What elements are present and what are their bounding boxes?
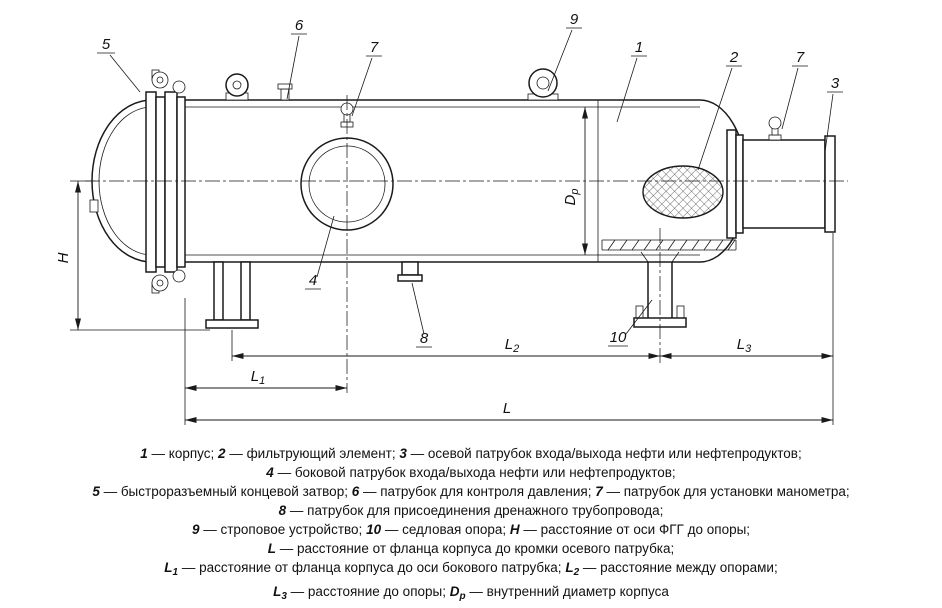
legend-item-text: — расстояние от фланца корпуса до оси бо…	[178, 560, 566, 575]
legend-item-text: — осевой патрубок входа/выхода нефти или…	[406, 446, 802, 461]
legend-item-id: 5	[92, 484, 100, 499]
filter-support-band	[601, 239, 737, 251]
dim-L-label: L	[503, 400, 511, 417]
dim-Dp-label: Dp	[562, 189, 581, 206]
drain-nozzle	[397, 261, 423, 282]
legend-line: L1 — расстояние от фланца корпуса до оси…	[0, 558, 942, 582]
legend-item-id: L	[273, 584, 282, 599]
technical-drawing: H Dp L1 L2 L3 L 5 6 7 9 1 2 7 3 4 8 10	[55, 11, 848, 425]
callouts: 5 6 7 9 1 2 7 3 4 8 10	[97, 11, 843, 348]
legend: 1 — корпус; 2 — фильтрующий элемент; 3 —…	[0, 437, 942, 606]
callout-4: 4	[309, 272, 317, 289]
legend-item-text: — расстояние от фланца корпуса до кромки…	[275, 541, 675, 556]
dim-H-label: H	[55, 252, 72, 263]
callout-8: 8	[420, 330, 429, 347]
callout-6: 6	[295, 17, 304, 34]
legend-item-id: 10	[366, 522, 382, 537]
legend-item-id: p	[459, 591, 466, 602]
legend-item-text: — строповое устройство;	[199, 522, 367, 537]
pressure-control-nozzle	[277, 83, 293, 101]
legend-item-text: — быстроразъемный концевой затвор;	[99, 484, 352, 499]
dimensions: H Dp L1 L2 L3 L	[55, 107, 834, 425]
legend-line: L3 — расстояние до опоры; Dp — внутренни…	[0, 582, 942, 606]
quick-closure	[89, 69, 186, 294]
filter-element	[642, 165, 724, 219]
legend-item-id: 8	[278, 503, 287, 518]
legend-item-text: — боковой патрубок входа/выхода нефти ил…	[273, 465, 676, 480]
legend-line: L — расстояние от фланца корпуса до кром…	[0, 539, 942, 558]
callout-1: 1	[635, 39, 643, 56]
callout-3: 3	[831, 75, 840, 92]
callout-7-left: 7	[370, 39, 379, 56]
legend-item-text: — патрубок для присоединения дренажного …	[286, 503, 664, 518]
manometer-nozzle-right	[768, 116, 782, 141]
legend-item-id: 2	[573, 567, 580, 578]
legend-item-id: 4	[266, 465, 274, 480]
legend-line: 4 — боковой патрубок входа/выхода нефти …	[0, 463, 942, 482]
legend-item-id: 2	[218, 446, 226, 461]
legend-item-id: 3	[399, 446, 407, 461]
legend-item-id: 1	[140, 446, 148, 461]
centerlines	[85, 95, 848, 393]
support-left	[205, 261, 259, 329]
legend-item-text: — патрубок для установки манометра;	[602, 484, 850, 499]
legend-item-text: — патрубок для контроля давления;	[359, 484, 596, 499]
legend-line: 8 — патрубок для присоединения дренажног…	[0, 501, 942, 520]
legend-line: 1 — корпус; 2 — фильтрующий элемент; 3 —…	[0, 444, 942, 463]
legend-item-id: H	[509, 522, 520, 537]
legend-item-id: 6	[351, 484, 360, 499]
legend-item-id: 7	[595, 484, 603, 499]
callout-2: 2	[729, 49, 739, 66]
legend-item-text: — внутренний диаметр корпуса	[465, 584, 669, 599]
legend-item-text: — расстояние от оси ФГГ до опоры;	[519, 522, 751, 537]
legend-item-id: L	[164, 560, 173, 575]
callout-10: 10	[610, 329, 627, 346]
dim-L3-label: L3	[737, 336, 752, 355]
dim-L1-label: L1	[251, 368, 265, 387]
legend-item-text: — расстояние до опоры;	[286, 584, 450, 599]
legend-line: 9 — строповое устройство; 10 — седловая …	[0, 520, 942, 539]
legend-line: 5 — быстроразъемный концевой затвор; 6 —…	[0, 482, 942, 501]
legend-item-id: 3	[281, 591, 287, 602]
legend-item-id: 9	[191, 522, 200, 537]
legend-item-text: — корпус;	[147, 446, 219, 461]
legend-item-id: 1	[172, 567, 179, 578]
axial-nozzle	[726, 129, 836, 239]
lifting-lugs	[225, 68, 559, 101]
legend-item-id: L	[565, 560, 574, 575]
legend-item-text: — фильтрующий элемент;	[225, 446, 400, 461]
callout-5: 5	[102, 36, 111, 53]
dim-L2-label: L2	[505, 336, 519, 355]
legend-item-text: — седловая опора;	[381, 522, 510, 537]
callout-7-right: 7	[796, 49, 805, 66]
legend-item-text: — расстояние между опорами;	[579, 560, 778, 575]
legend-item-id: D	[449, 584, 460, 599]
callout-9: 9	[570, 11, 579, 28]
legend-item-id: L	[267, 541, 276, 556]
